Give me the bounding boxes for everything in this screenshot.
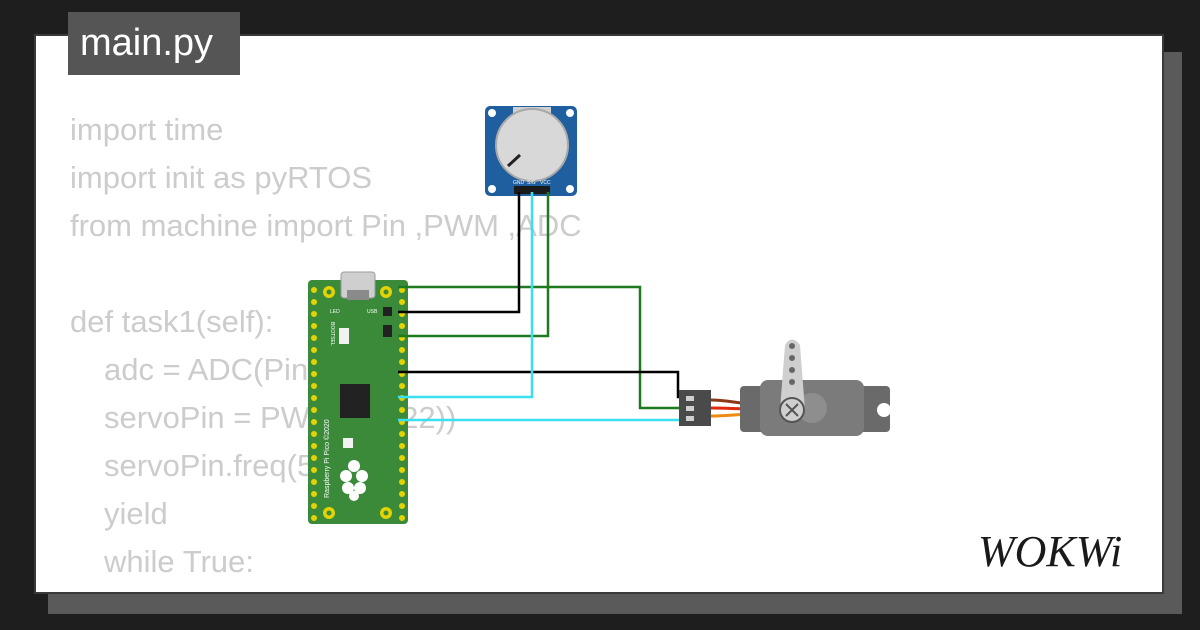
gpio-pin[interactable] [311, 299, 317, 305]
wires [398, 192, 682, 422]
wire-green-pot-vcc[interactable] [398, 192, 550, 338]
led-label: LED [330, 309, 340, 315]
gpio-pin[interactable] [311, 287, 317, 293]
code-line: def task1(self): [70, 304, 274, 339]
gpio-pin[interactable] [399, 407, 405, 413]
code-line: yield [104, 496, 168, 531]
gpio-pin[interactable] [399, 383, 405, 389]
gpio-pin[interactable] [311, 383, 317, 389]
gpio-pin[interactable] [399, 347, 405, 353]
gpio-pin[interactable] [399, 299, 405, 305]
potentiometer-knob[interactable] [495, 108, 569, 182]
pico-board[interactable]: LED USB BOOTSEL Raspberry Pi Pico ©2020 [308, 271, 408, 524]
wire-cyan-pot-sig[interactable] [398, 192, 534, 399]
gpio-pin[interactable] [399, 359, 405, 365]
gpio-pin[interactable] [311, 455, 317, 461]
gpio-pin[interactable] [311, 395, 317, 401]
gpio-pin[interactable] [399, 443, 405, 449]
gpio-pin[interactable] [311, 407, 317, 413]
code-line: while True: [104, 544, 254, 579]
usb-label: USB [367, 309, 378, 315]
pot-pin-label-sig: SIG [527, 180, 536, 186]
servo-motor[interactable] [679, 339, 891, 437]
code-line: import init as pyRTOS [70, 160, 373, 195]
code-line: import time [70, 112, 224, 147]
gpio-pin[interactable] [311, 443, 317, 449]
wire-black-pot-gnd[interactable] [398, 192, 521, 314]
wire-green-servo-power[interactable] [398, 285, 680, 410]
gpio-pin[interactable] [311, 515, 317, 521]
gpio-pin[interactable] [399, 455, 405, 461]
gpio-pin[interactable] [311, 491, 317, 497]
potentiometer[interactable]: GND SIG VCC [485, 106, 577, 196]
file-tab[interactable]: main.py [68, 12, 240, 75]
gpio-pin[interactable] [311, 371, 317, 377]
gpio-pin[interactable] [311, 311, 317, 317]
brand-name: WOKWi [978, 527, 1122, 576]
board-name: Raspberry Pi Pico ©2020 [323, 419, 331, 498]
pot-pin-label-vcc: VCC [540, 180, 551, 186]
gpio-pin[interactable] [311, 359, 317, 365]
gpio-pin[interactable] [311, 431, 317, 437]
gpio-pin[interactable] [399, 323, 405, 329]
smd-component [383, 325, 392, 337]
rp2040-chip [340, 384, 370, 418]
gpio-pin[interactable] [399, 479, 405, 485]
gpio-pin[interactable] [399, 515, 405, 521]
gpio-pin[interactable] [311, 347, 317, 353]
gpio-pin[interactable] [311, 479, 317, 485]
wokwi-logo[interactable]: WOKWi [976, 526, 1151, 576]
gpio-pin[interactable] [399, 503, 405, 509]
usb-port [347, 290, 369, 300]
bootsel-button[interactable] [339, 328, 349, 344]
gpio-pin[interactable] [311, 419, 317, 425]
smd-component [383, 307, 392, 316]
test-pad [343, 438, 353, 448]
gpio-pin[interactable] [311, 503, 317, 509]
servo-horn[interactable] [780, 339, 805, 411]
gpio-pin[interactable] [311, 467, 317, 473]
project-preview-card: import time import init as pyRTOS from m… [34, 34, 1164, 594]
gpio-pin[interactable] [399, 491, 405, 497]
gpio-pin[interactable] [399, 467, 405, 473]
raspberry-pi-logo-icon [340, 460, 368, 501]
bootsel-label: BOOTSEL [329, 322, 335, 346]
code-line: servoPin.freq(50) [104, 448, 342, 483]
knob-indicator [506, 153, 522, 168]
gpio-pin[interactable] [399, 431, 405, 437]
servo-connector [679, 390, 711, 426]
pot-pin-label-gnd: GND [513, 180, 525, 186]
gpio-pin[interactable] [311, 323, 317, 329]
gpio-pin[interactable] [311, 335, 317, 341]
code-snippet: import time import init as pyRTOS from m… [70, 106, 582, 592]
gpio-pin[interactable] [399, 287, 405, 293]
